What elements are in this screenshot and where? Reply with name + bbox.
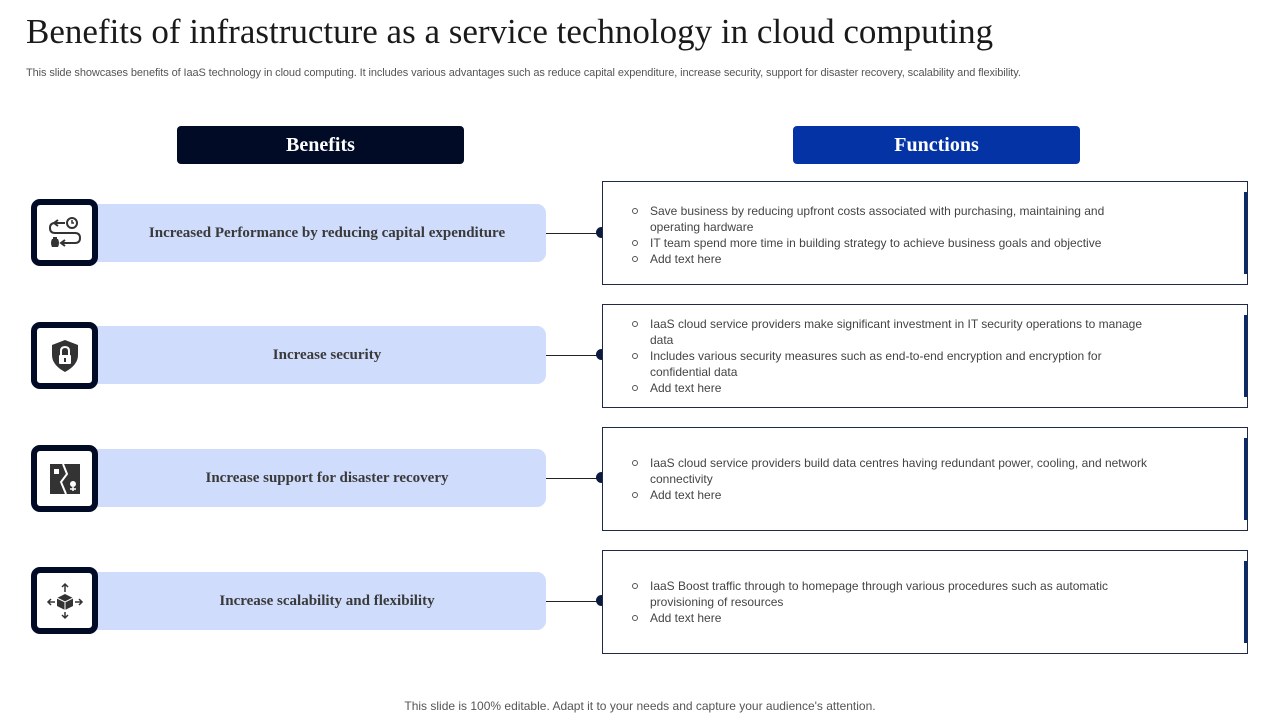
scalability-cube-icon <box>31 567 98 634</box>
benefit-row-3: Increase support for disaster recovery I… <box>0 427 1280 537</box>
page-title: Benefits of infrastructure as a service … <box>26 12 994 51</box>
connector-line <box>546 355 602 356</box>
connector-dot <box>596 595 607 606</box>
connector-dot <box>596 227 607 238</box>
function-item: Add text here <box>631 251 1151 267</box>
accent-bar <box>1244 315 1247 397</box>
functions-box: IaaS Boost traffic through to homepage t… <box>602 550 1248 654</box>
disaster-recovery-icon <box>31 445 98 512</box>
benefit-row-1: Increased Performance by reducing capita… <box>0 181 1280 291</box>
function-item: Add text here <box>631 380 1151 396</box>
accent-bar <box>1244 438 1247 520</box>
function-item: Add text here <box>631 610 1151 626</box>
connector-dot <box>596 472 607 483</box>
cost-cycle-icon <box>31 199 98 266</box>
benefit-label: Increased Performance by reducing capita… <box>90 204 546 262</box>
connector-line <box>546 233 602 234</box>
accent-bar <box>1244 561 1247 643</box>
functions-header: Functions <box>793 126 1080 164</box>
shield-lock-icon <box>31 322 98 389</box>
accent-bar <box>1244 192 1247 274</box>
benefits-header: Benefits <box>177 126 464 164</box>
page-subtitle: This slide showcases benefits of IaaS te… <box>26 67 1021 79</box>
benefit-row-2: Increase security IaaS cloud service pro… <box>0 304 1280 414</box>
benefit-label: Increase support for disaster recovery <box>90 449 546 507</box>
function-item: IT team spend more time in building stra… <box>631 235 1151 251</box>
function-item: Includes various security measures such … <box>631 348 1151 380</box>
connector-line <box>546 601 602 602</box>
connector-line <box>546 478 602 479</box>
function-item: Save business by reducing upfront costs … <box>631 203 1151 235</box>
function-item: Add text here <box>631 487 1151 503</box>
functions-box: IaaS cloud service providers make signif… <box>602 304 1248 408</box>
benefit-label: Increase scalability and flexibility <box>90 572 546 630</box>
function-item: IaaS Boost traffic through to homepage t… <box>631 578 1151 610</box>
functions-box: IaaS cloud service providers build data … <box>602 427 1248 531</box>
benefit-row-4: Increase scalability and flexibility Iaa… <box>0 550 1280 660</box>
benefit-label: Increase security <box>90 326 546 384</box>
footer-note: This slide is 100% editable. Adapt it to… <box>404 699 876 713</box>
function-item: IaaS cloud service providers build data … <box>631 455 1151 487</box>
functions-box: Save business by reducing upfront costs … <box>602 181 1248 285</box>
connector-dot <box>596 349 607 360</box>
function-item: IaaS cloud service providers make signif… <box>631 316 1151 348</box>
